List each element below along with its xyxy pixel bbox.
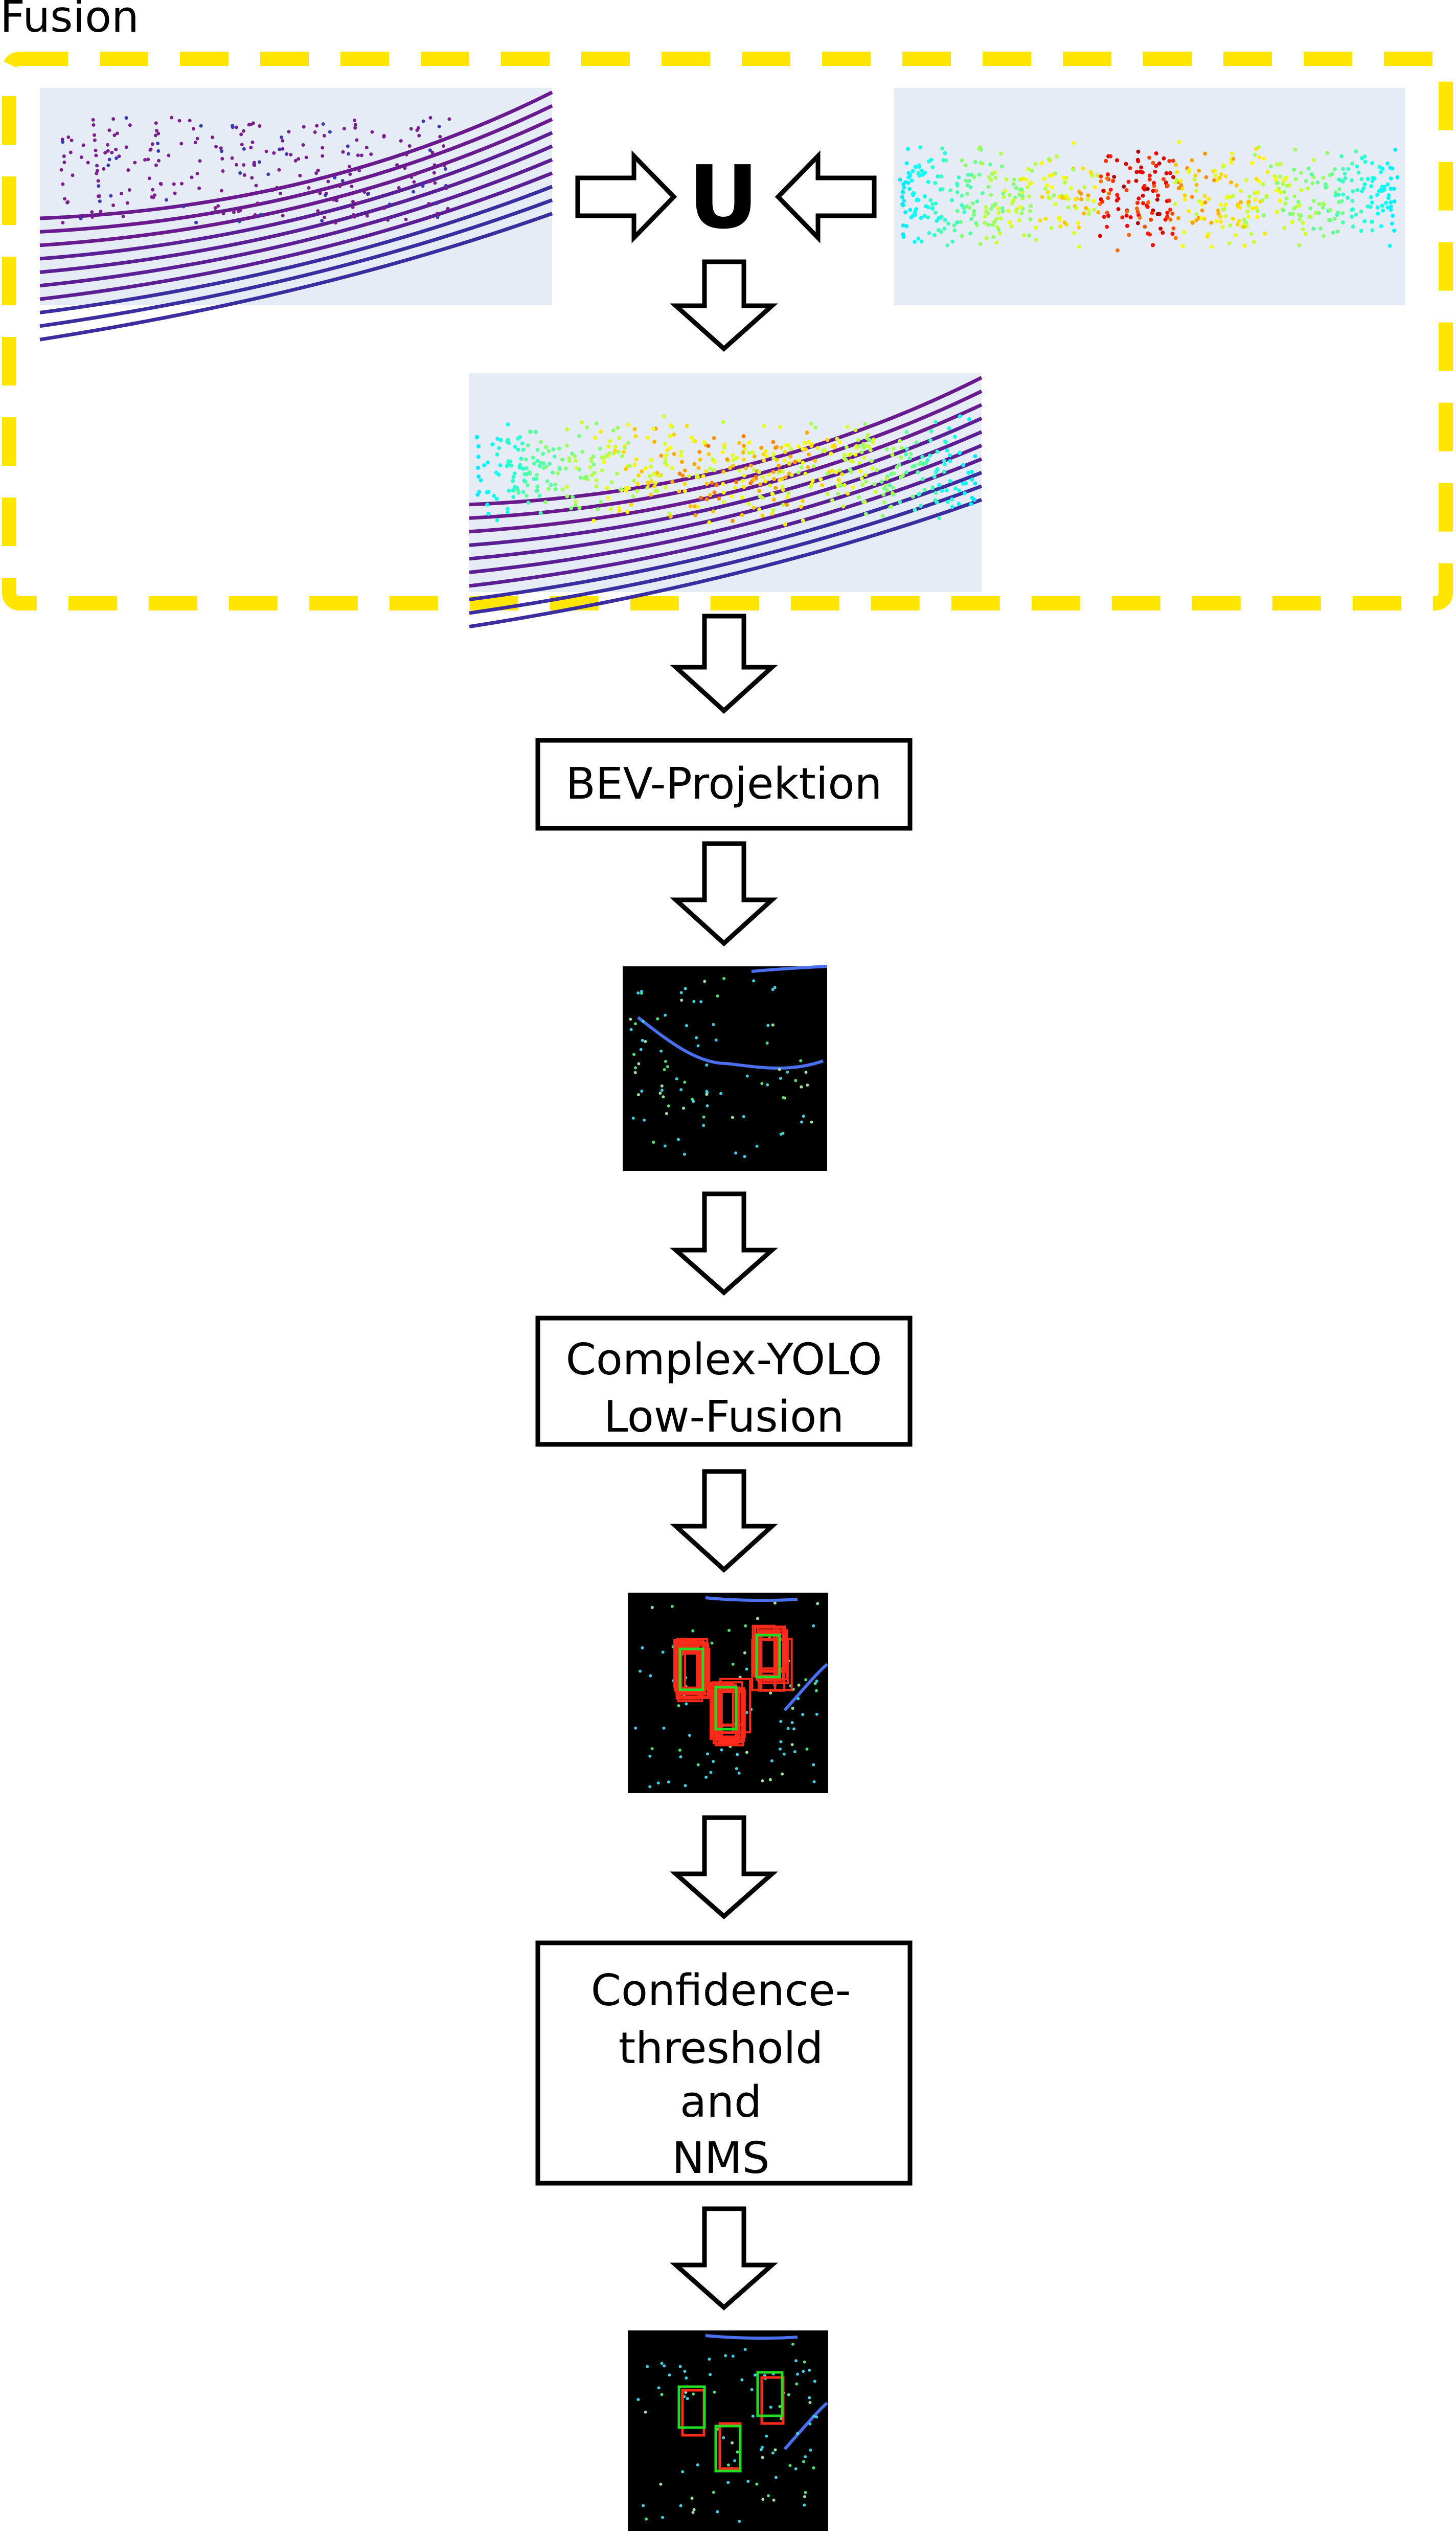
arrow-down-icon — [670, 259, 778, 352]
confidence-label-line2: threshold — [619, 2023, 823, 2074]
confidence-label-line1: Confidence- — [591, 1965, 851, 2016]
confidence-nms-step: Confidence- threshold and NMS — [535, 1940, 913, 2186]
fusion-region-border — [2, 52, 1453, 610]
arrow-down-icon — [670, 841, 778, 947]
lidar-pointcloud-image — [39, 88, 553, 342]
candidate-detection-box — [760, 1638, 793, 1691]
arrow-down-icon — [670, 2206, 778, 2311]
ground-truth-box — [714, 1686, 738, 1731]
complex-yolo-step: Complex-YOLO Low-Fusion — [535, 1316, 913, 1447]
confidence-label-line4: NMS — [672, 2133, 770, 2184]
bev-final-detections-image — [628, 2330, 828, 2531]
arrow-down-icon — [670, 614, 778, 714]
union-symbol: U — [688, 147, 759, 248]
ground-truth-box — [756, 2371, 784, 2417]
arrow-left-icon — [775, 150, 877, 244]
candidate-detection-box — [757, 1625, 786, 1670]
candidate-detection-box — [711, 1681, 743, 1726]
bev-projection-step: BEV-Projektion — [535, 738, 913, 831]
fusion-label: Fusion — [0, 0, 139, 42]
bev-image — [623, 965, 828, 1171]
arrow-down-icon — [670, 1191, 778, 1296]
arrow-down-icon — [670, 1815, 778, 1920]
arrow-right-icon — [575, 150, 677, 244]
ground-truth-box — [714, 2425, 742, 2473]
candidate-detection-box — [675, 1646, 700, 1700]
fused-pointcloud-image — [469, 373, 983, 629]
ground-truth-box — [677, 2385, 706, 2429]
bev-projection-label: BEV-Projektion — [566, 759, 882, 809]
ground-truth-box — [755, 1634, 781, 1679]
radar-pointcloud-image — [894, 88, 1405, 305]
bev-detections-image — [628, 1593, 828, 1793]
complex-yolo-label-line2: Low-Fusion — [604, 1392, 844, 1442]
ground-truth-box — [678, 1647, 704, 1691]
complex-yolo-label-line1: Complex-YOLO — [566, 1334, 882, 1385]
arrow-down-icon — [670, 1469, 778, 1573]
confidence-label-line3: and — [680, 2077, 762, 2127]
